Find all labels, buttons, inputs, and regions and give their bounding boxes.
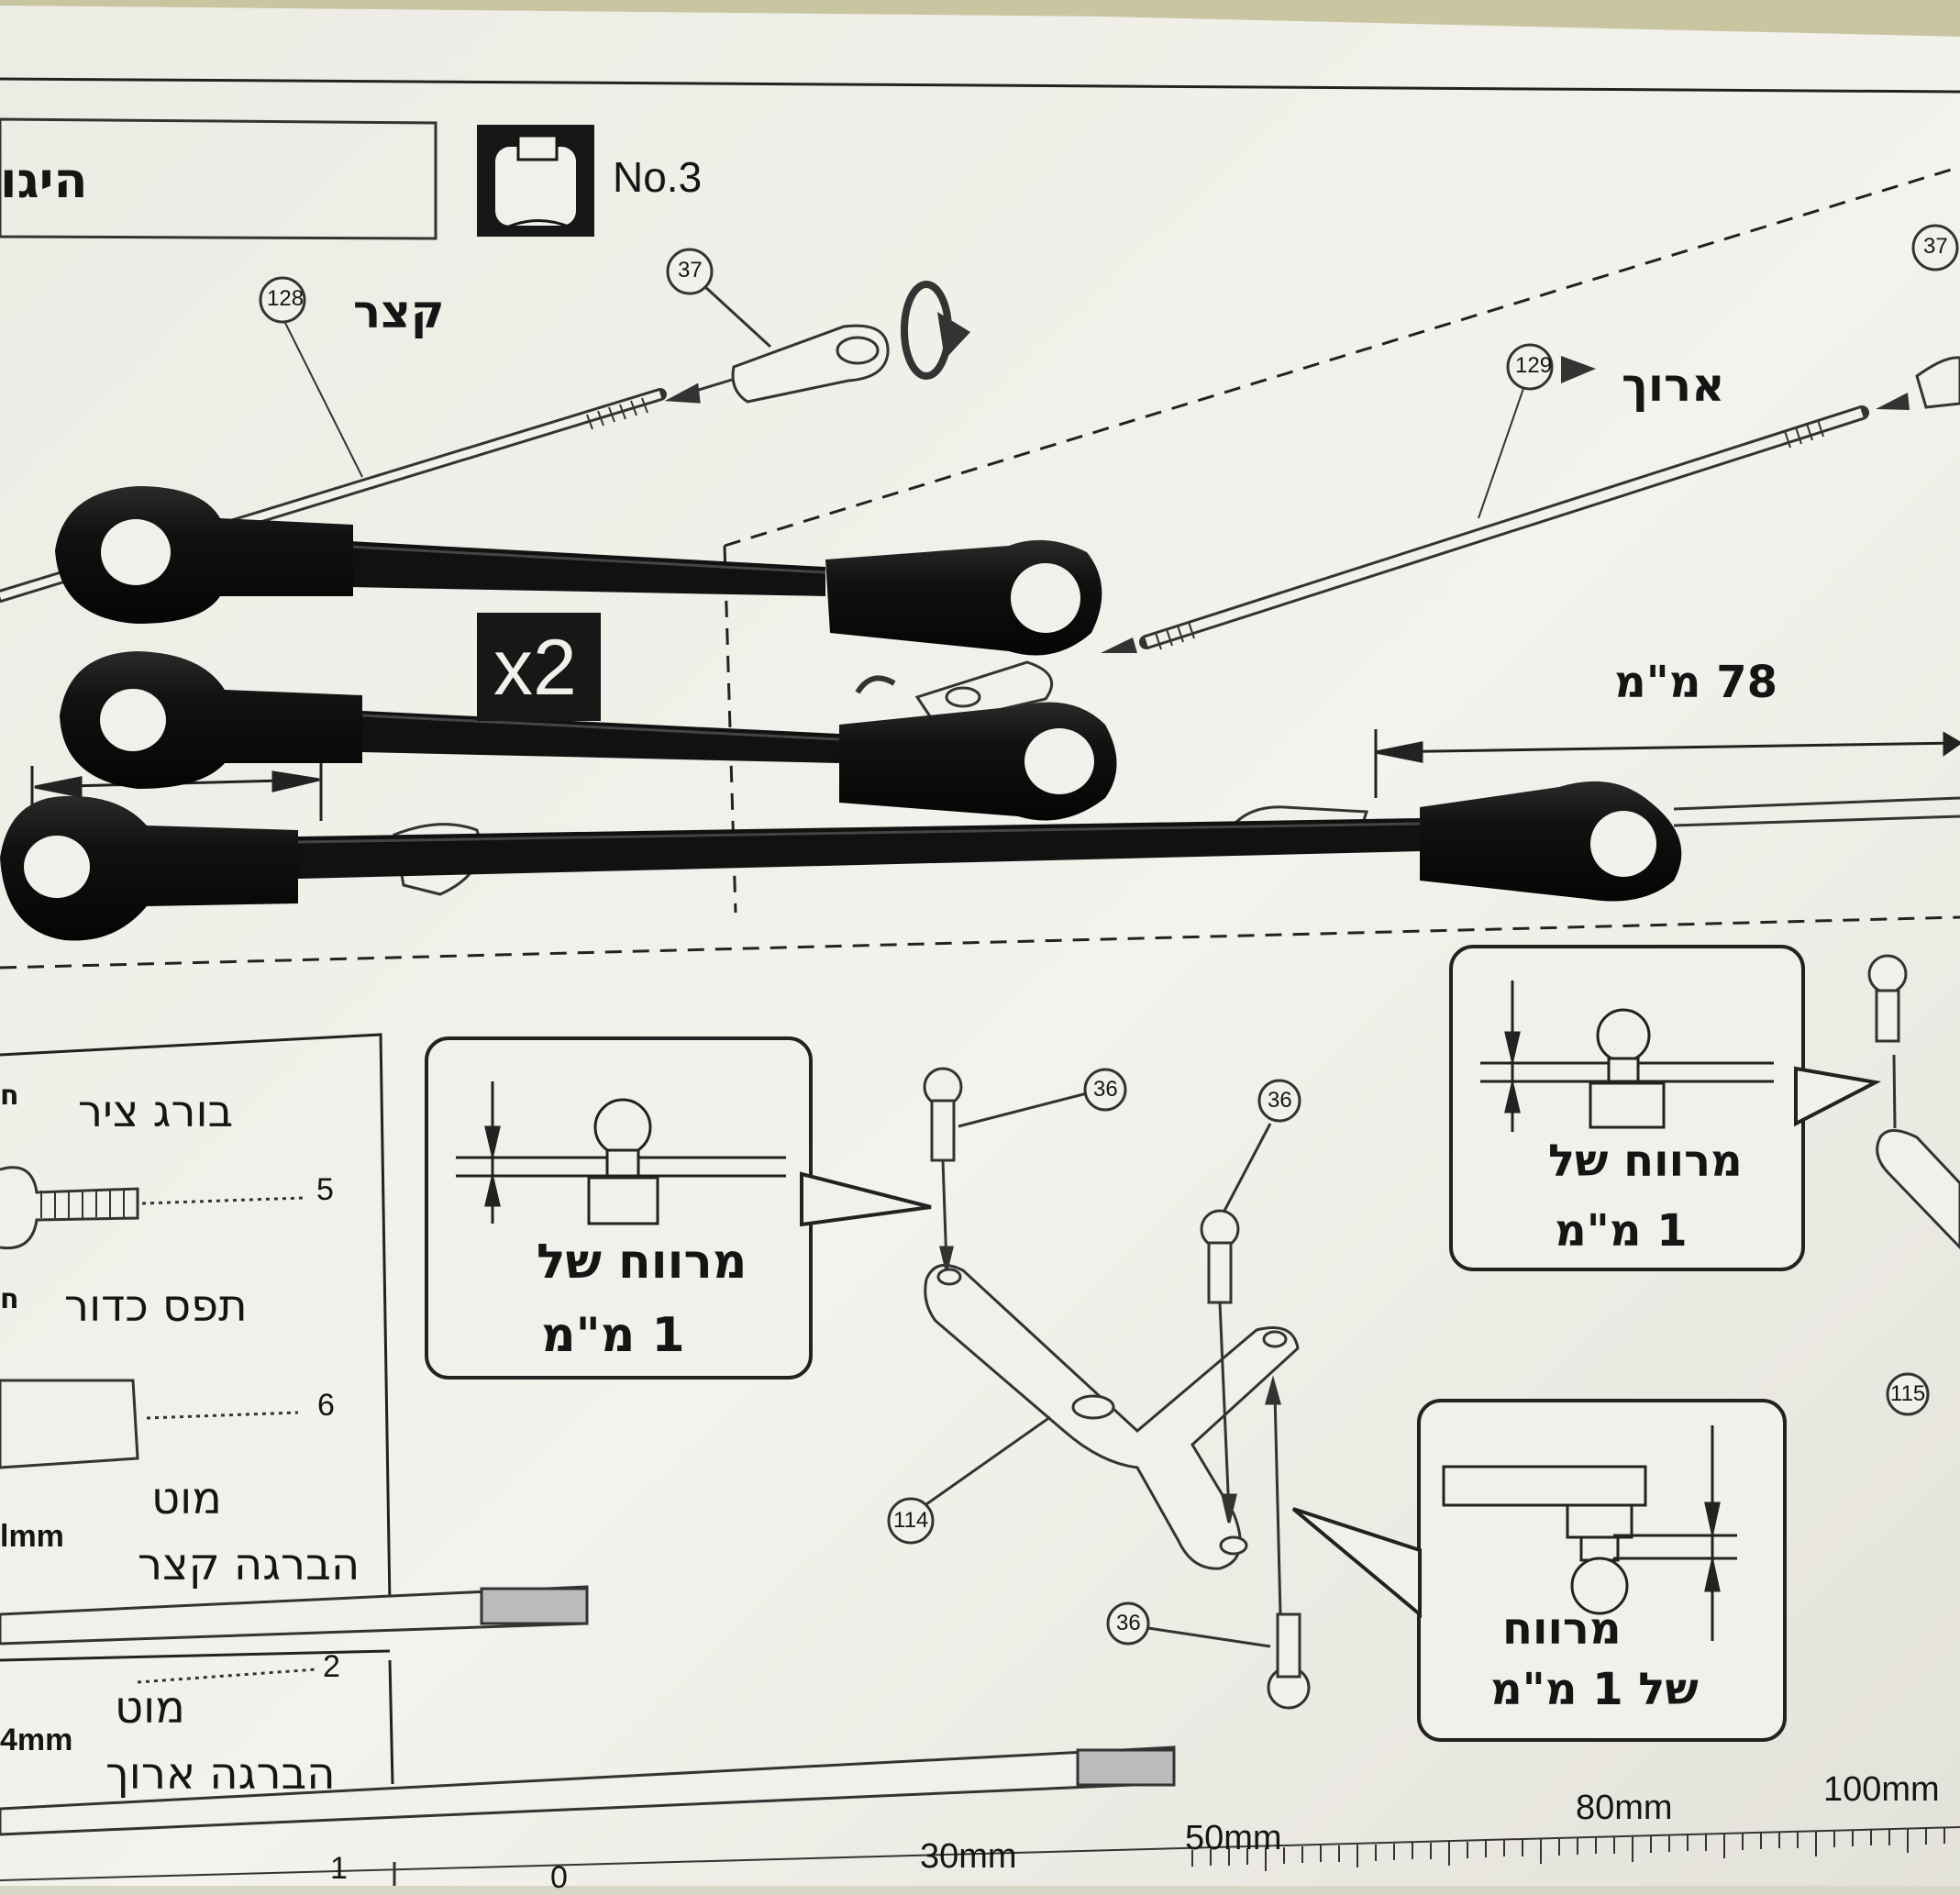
step-number: No.3 — [613, 153, 703, 201]
long-rod-drawing — [1101, 224, 1960, 653]
legend-item-long-rod-line1: מוט — [115, 1682, 185, 1734]
legend-edge-letter-2: ח — [0, 1283, 19, 1315]
ruler-label-0: 0 — [550, 1860, 568, 1895]
callout-lower-right-line2: של 1 מ"מ — [1490, 1664, 1699, 1715]
rod-end-drawing-left — [664, 248, 970, 404]
section-title-box — [0, 117, 437, 240]
rod-end-callout-left: 37 — [678, 258, 703, 283]
legend-item-ball-link: תפס כדור — [64, 1280, 248, 1332]
box-icon — [477, 125, 594, 237]
physical-rod-3 — [0, 781, 1960, 941]
bellcrank-callout-left: 114 — [893, 1508, 929, 1533]
legend-index-5: 5 — [316, 1172, 334, 1207]
callout-left — [425, 1036, 813, 1380]
ball-screw-callout-b: 36 — [1268, 1088, 1292, 1113]
quantity-badge: x2 — [493, 624, 577, 712]
legend-index-6: 6 — [317, 1388, 335, 1423]
legend-index-1: 1 — [330, 1851, 348, 1886]
callout-left-line2: 1 מ"מ — [541, 1308, 685, 1363]
legend-item-short-rod-line1: מוט — [151, 1473, 222, 1524]
ruler-label-80mm: 80mm — [1576, 1789, 1673, 1827]
ruler-label-30mm: 30mm — [920, 1837, 1017, 1876]
physical-rod-2 — [60, 651, 1117, 821]
quantity-badge-box — [477, 613, 601, 721]
short-rod-callout: 128 — [267, 286, 305, 311]
callout-upper-right-line1: מרווח של — [1548, 1136, 1743, 1187]
ruler — [0, 1826, 1960, 1886]
bellcrank-left-drawing — [887, 1067, 1311, 1710]
ball-screw-callout-c: 36 — [1116, 1611, 1141, 1635]
legend-edge-unit-2: 4mm — [0, 1723, 73, 1757]
short-rod-label: קצר — [353, 285, 445, 338]
physical-rod-1 — [55, 486, 1102, 656]
legend-box — [0, 1033, 394, 1785]
clearance-diagram — [1480, 981, 1774, 1132]
callout-left-line1: מרווח של — [537, 1235, 747, 1290]
callout-upper-right — [1449, 945, 1805, 1271]
bellcrank-callout-right: 115 — [1890, 1381, 1926, 1406]
bellcrank-right-drawing — [1867, 954, 1960, 1416]
legend-item-short-rod-line2: הברגה קצר — [138, 1539, 360, 1590]
clearance-diagram — [1442, 1425, 1737, 1641]
long-rod-label: ארוך — [1622, 359, 1725, 412]
callout-lower-right-line1: מרווח — [1502, 1603, 1622, 1655]
section-title: היגו — [0, 151, 88, 209]
rod-end-callout-right: 37 — [1923, 234, 1948, 259]
legend-index-2: 2 — [323, 1649, 340, 1684]
ball-screw-callout-a: 36 — [1093, 1077, 1118, 1102]
legend-edge-unit-1: lmm — [0, 1519, 64, 1554]
legend-item-pivot-screw: בורג ציר — [78, 1086, 234, 1137]
legend-item-long-rod-line2: הברגה ארוך — [105, 1748, 336, 1800]
callout-upper-right-line2: 1 מ"מ — [1555, 1205, 1688, 1257]
legend-drawings — [0, 1166, 1176, 1836]
clearance-diagram — [456, 1081, 786, 1225]
long-rod-callout: 129 — [1515, 353, 1553, 378]
ruler-label-100mm: 100mm — [1823, 1770, 1940, 1809]
table-surface — [0, 0, 1960, 37]
ruler-label-50mm: 50mm — [1185, 1819, 1282, 1857]
dimension-label: 78 מ"מ — [1614, 657, 1777, 708]
legend-edge-letter-1: ח — [0, 1080, 19, 1112]
callout-lower-right — [1417, 1399, 1787, 1742]
